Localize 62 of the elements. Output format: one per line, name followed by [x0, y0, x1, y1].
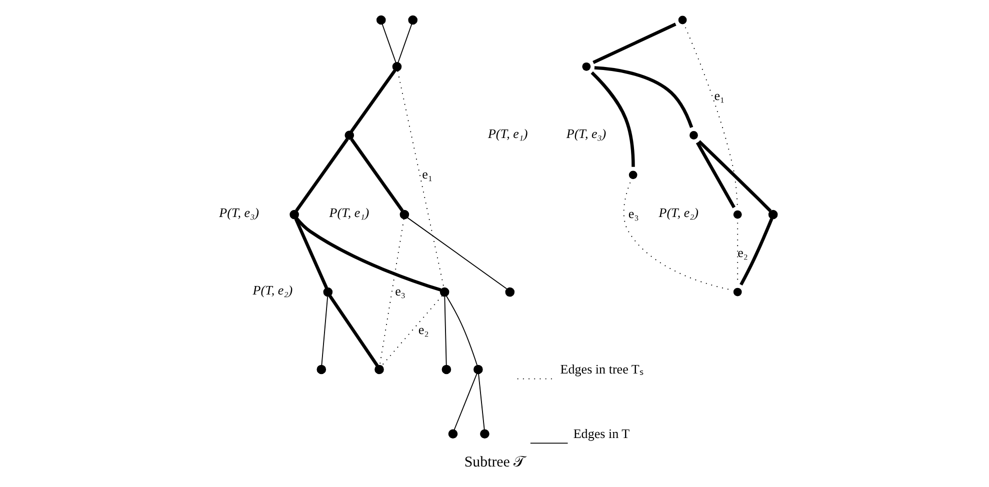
connector [350, 70, 396, 132]
connector [454, 373, 478, 430]
edge-label: e₂ [738, 244, 748, 260]
node-circle [474, 364, 483, 374]
connector [295, 138, 349, 212]
connector [321, 296, 328, 366]
node-circle [408, 15, 418, 25]
caption: Subtree 𝒯 [464, 454, 525, 470]
connector [696, 142, 736, 208]
label: P(T, e₂) [252, 282, 293, 298]
connector [684, 27, 738, 208]
node-circle [505, 287, 515, 297]
connector [698, 140, 772, 212]
node-circle [316, 364, 326, 374]
legend-label: Edges in tree Tₛ [560, 361, 644, 376]
connector [407, 217, 508, 290]
connector [294, 218, 328, 289]
connector [594, 66, 694, 128]
node-circle [440, 287, 450, 297]
node-circle [448, 429, 458, 439]
node-circle [400, 210, 410, 220]
connector [379, 218, 404, 366]
label: P(T, e₃) [219, 205, 259, 220]
label: P(T, e₁) [329, 205, 370, 220]
connector [382, 24, 396, 63]
label: P(T, e₁) [488, 126, 528, 141]
edge-label: e₃ [395, 283, 406, 298]
label: P(T, e₃) [566, 126, 606, 141]
edge-label: e₁ [714, 88, 725, 103]
connector [590, 71, 635, 167]
connector [592, 22, 676, 64]
connector [446, 296, 478, 366]
edge-label: e₁ [422, 166, 433, 182]
node-circle [480, 429, 490, 439]
connector [295, 217, 442, 292]
node-circle [768, 210, 778, 220]
node-circle [344, 130, 354, 140]
node-circle [323, 287, 333, 297]
node-circle [442, 364, 452, 374]
node-circle [690, 131, 698, 140]
connector [328, 294, 379, 367]
connector [397, 70, 444, 288]
node-circle [374, 364, 384, 374]
connector [398, 24, 412, 63]
node-circle [628, 170, 638, 180]
node-circle [582, 62, 591, 71]
label: P(T, e₂) [658, 205, 699, 220]
edge-label: e₂ [418, 322, 429, 338]
legend-label: Edges in T [573, 426, 630, 441]
connector [444, 296, 447, 366]
node-circle [290, 210, 299, 220]
node-circle [392, 62, 402, 72]
connector [478, 373, 485, 430]
node-circle [376, 15, 386, 25]
connector [740, 218, 774, 286]
node-circle [733, 288, 742, 296]
edge-label: e₃ [628, 206, 639, 222]
node-circle [678, 16, 687, 24]
connector [623, 182, 730, 290]
connector [350, 138, 404, 212]
connector [381, 295, 443, 366]
node-circle [733, 210, 742, 219]
